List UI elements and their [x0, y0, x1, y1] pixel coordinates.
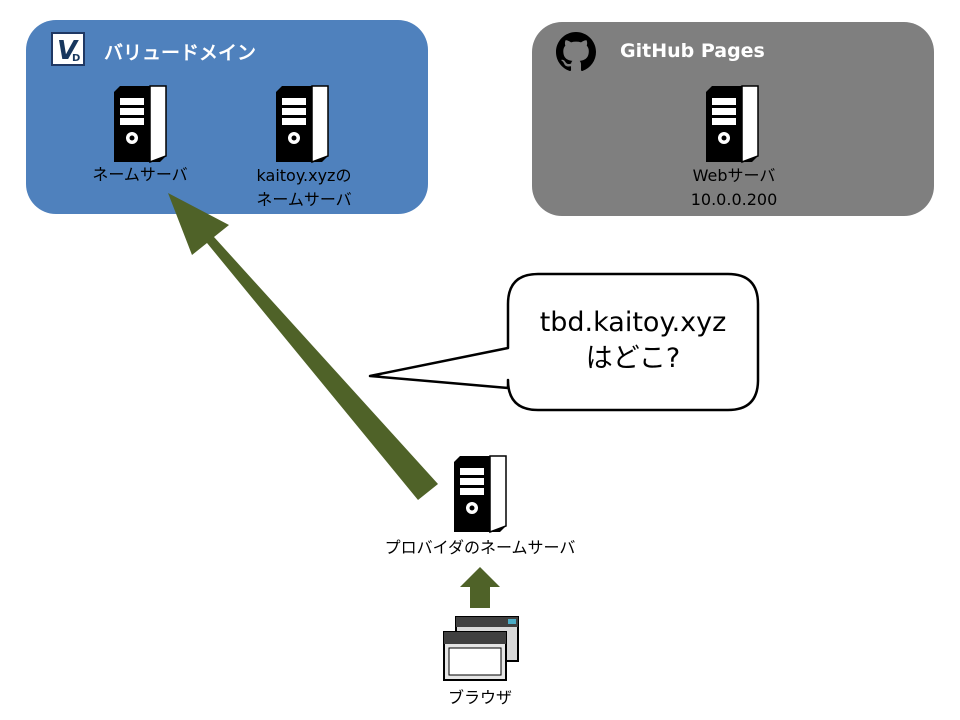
provider-nameserver-label: プロバイダのネームサーバ [384, 538, 576, 557]
kaitoy-nameserver-label: kaitoy.xyzの ネームサーバ [256, 166, 352, 209]
github-pages-title: GitHub Pages [620, 40, 765, 62]
query-arrow [168, 193, 438, 500]
value-domain-title: バリュードメイン [104, 42, 257, 64]
github-octocat-icon [556, 32, 596, 72]
browser-label: ブラウザ [447, 688, 512, 707]
value-domain-logo-icon: V D [51, 32, 85, 66]
value-domain-panel [26, 20, 428, 214]
web-server-label: Webサーバ 10.0.0.200 [690, 166, 778, 209]
speech-bubble-text: tbd.kaitoy.xyz はどこ? [539, 307, 727, 374]
speech-bubble [368, 272, 760, 412]
provider-nameserver-icon [453, 455, 507, 533]
svg-text:D: D [72, 53, 80, 64]
valuedomain-nameserver-label: ネームサーバ [92, 165, 188, 184]
browser-windows-icon [443, 616, 519, 681]
svg-text:V: V [57, 36, 79, 66]
browser-arrow [460, 567, 500, 608]
